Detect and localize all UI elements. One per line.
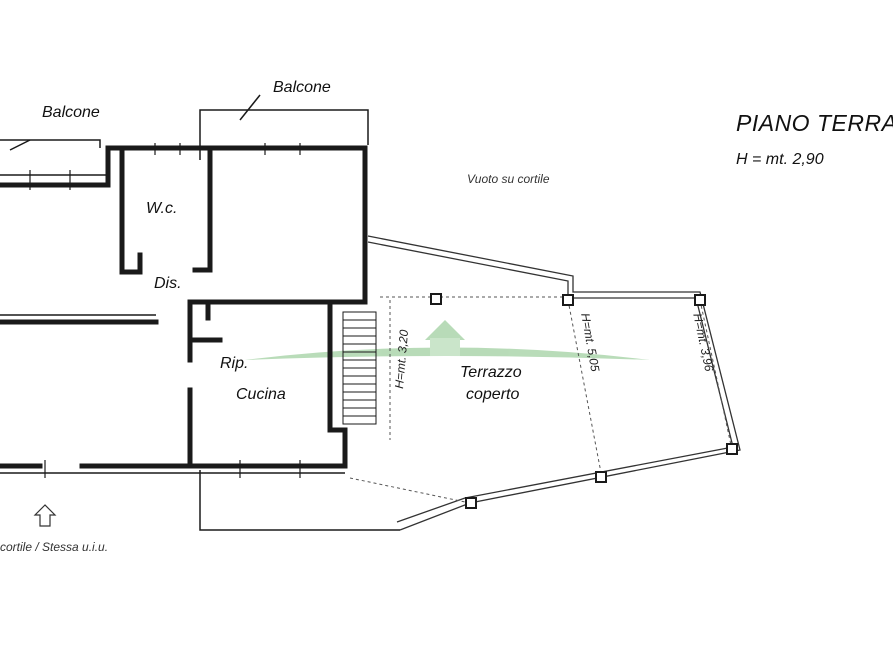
label-bottom-note: cortile / Stessa u.i.u.: [0, 540, 109, 554]
walls: [0, 145, 368, 469]
window-marks: [29, 143, 301, 478]
label-terrazzo: Terrazzo: [460, 364, 522, 381]
plan-title: PIANO TERRA: [736, 110, 893, 136]
label-vuoto: Vuoto su cortile: [467, 172, 550, 186]
label-terrazzo-coperto: coperto: [466, 386, 520, 403]
label-balcone-left: Balcone: [42, 104, 100, 121]
label-dis: Dis.: [154, 275, 182, 292]
height-note: H = mt. 2,90: [736, 151, 824, 168]
wall-details: [0, 94, 400, 531]
label-cucina: Cucina: [236, 386, 286, 403]
pillars: [430, 293, 738, 509]
label-balcone-top: Balcone: [273, 79, 331, 96]
terrace-dashed: [349, 296, 733, 504]
label-rip: Rip.: [220, 355, 249, 372]
entrance-arrow-icon: [33, 504, 57, 527]
staircase: [342, 311, 377, 425]
watermark-logo: [245, 320, 650, 360]
terrace-outline: [367, 235, 741, 531]
label-wc: W.c.: [146, 200, 178, 217]
